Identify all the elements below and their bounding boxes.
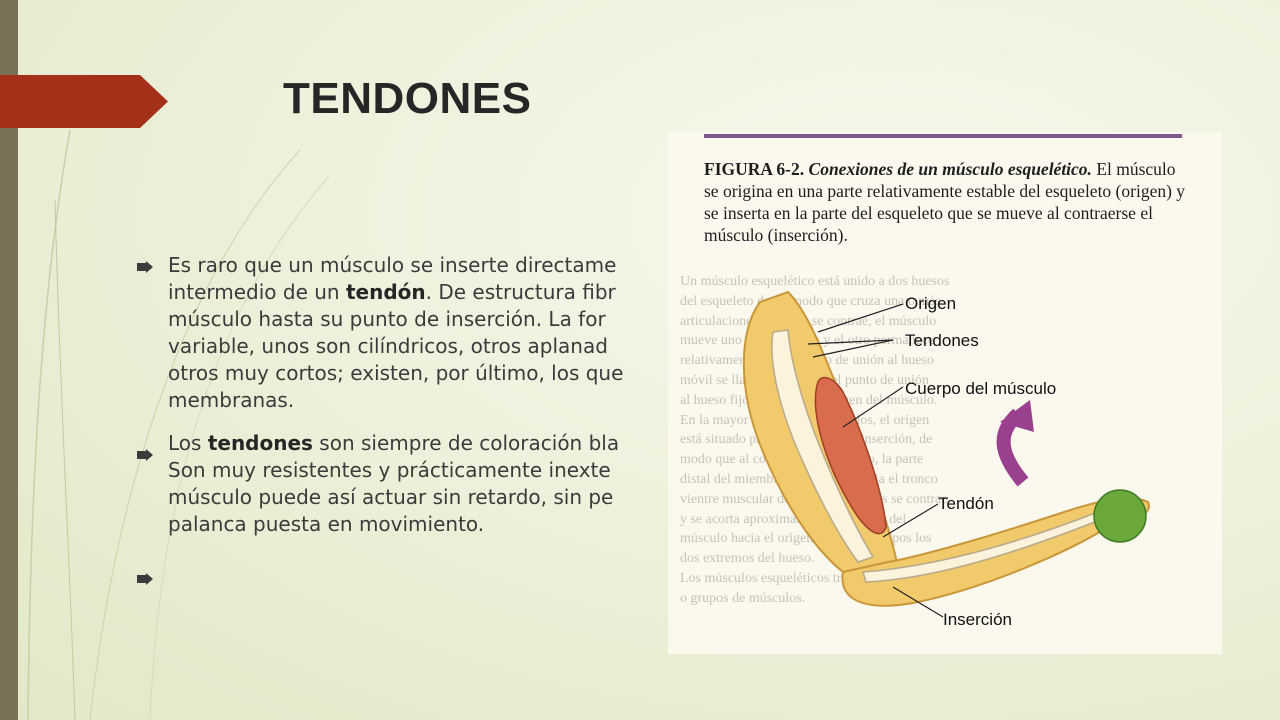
bullet-item-1: Es raro que un músculo se inserte direct…: [168, 252, 668, 414]
figure-caption: FIGURA 6-2. Conexiones de un músculo esq…: [704, 158, 1194, 246]
bullet-line: Los tendones son siempre de coloración b…: [168, 430, 668, 457]
figure-caption-text: El músculo se origina en una parte relat…: [704, 159, 1186, 245]
left-accent-bar: [0, 0, 18, 720]
bullet-line: variable, unos son cilíndricos, otros ap…: [168, 334, 608, 358]
label-origen: Origen: [905, 294, 957, 313]
bullet-line: músculo hasta su punto de inserción. La …: [168, 307, 606, 331]
bullet-line: otros muy cortos; existen, por último, l…: [168, 361, 624, 385]
bullet-text: son siempre de coloración bla: [312, 431, 620, 455]
bullet-text: . De estructura fibr: [425, 280, 616, 304]
bullet-pointer-icon: [137, 449, 153, 461]
label-tendones: Tendones: [905, 331, 979, 350]
biceps-muscle: [814, 376, 887, 535]
arm-illustration: [742, 290, 1150, 618]
label-tendon: Tendón: [938, 494, 994, 513]
bullet-line: membranas.: [168, 388, 295, 412]
bold-term: tendón: [345, 280, 426, 304]
bullet-list: Es raro que un músculo se inserte direct…: [168, 252, 668, 582]
bold-term: tendones: [207, 431, 313, 455]
faded-line: dos extremos del hueso.: [680, 551, 815, 567]
label-insercion: Inserción: [943, 610, 1012, 629]
ball: [1093, 489, 1147, 543]
faded-line: Un músculo esquelético está unido a dos …: [680, 274, 950, 289]
muscle-figure: FIGURA 6-2. Conexiones de un músculo esq…: [668, 132, 1222, 654]
decorative-curves: [27, 129, 331, 720]
humerus-bone: [771, 329, 875, 563]
bullet-pointer-icon: [137, 573, 153, 585]
faded-line: o grupos de músculos.: [680, 590, 806, 606]
label-cuerpo-musculo: Cuerpo del músculo: [905, 379, 1057, 398]
title-accent-tab: [0, 75, 168, 128]
bullet-line: palanca puesta en movimiento.: [168, 512, 485, 536]
bullet-line: intermedio de un tendón. De estructura f…: [168, 279, 668, 306]
figure-label: FIGURA 6-2.: [704, 159, 805, 179]
bullet-item-2: Los tendones son siempre de coloración b…: [168, 430, 668, 538]
bullet-pointer-icon: [137, 261, 153, 273]
slide-title: TENDONES: [283, 74, 532, 123]
faded-line: del esqueleto de tal modo que cruza una …: [680, 293, 941, 309]
bullet-text: Los: [168, 431, 208, 455]
motion-arrowhead: [1000, 400, 1034, 432]
bullet-text: intermedio de un: [168, 280, 346, 304]
bullet-line: Es raro que un músculo se inserte direct…: [168, 253, 617, 277]
figure-caption-title: Conexiones de un músculo esquelético.: [808, 159, 1092, 179]
figure-top-rule: [704, 134, 1182, 138]
bullet-line: músculo puede así actuar sin retardo, si…: [168, 485, 614, 509]
bullet-line: Son muy resistentes y prácticamente inex…: [168, 458, 611, 482]
